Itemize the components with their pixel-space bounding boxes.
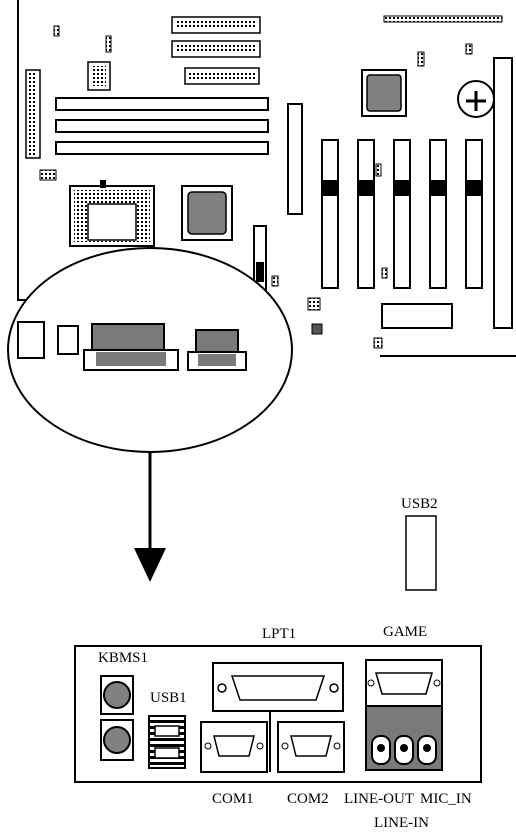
jumper-block bbox=[39, 169, 57, 181]
header-near-chip bbox=[417, 43, 473, 67]
usb2-header bbox=[405, 515, 437, 591]
small-ic bbox=[311, 323, 323, 335]
cpu-socket bbox=[69, 180, 155, 247]
usb2-label: USB2 bbox=[401, 496, 438, 512]
serial-port-icon bbox=[277, 721, 345, 773]
lpt1-label: LPT1 bbox=[262, 626, 297, 642]
line-in-label: LINE-IN bbox=[374, 815, 429, 831]
ps2-port-icon bbox=[100, 675, 134, 761]
ide-header-1 bbox=[171, 16, 261, 34]
northbridge-chip bbox=[181, 185, 233, 241]
arrow-down-icon bbox=[134, 452, 166, 582]
southbridge-chip bbox=[361, 69, 407, 117]
side-connector bbox=[253, 225, 267, 293]
dimm-slots bbox=[55, 97, 269, 155]
battery-icon bbox=[457, 80, 495, 118]
atx-power-connector bbox=[25, 69, 41, 159]
audio-jack-icon bbox=[365, 705, 443, 771]
com2-label: COM2 bbox=[287, 791, 329, 807]
front-panel-header bbox=[383, 15, 503, 23]
usb-port-icon bbox=[148, 715, 186, 769]
ide-header-2 bbox=[171, 40, 261, 58]
game-label: GAME bbox=[383, 624, 428, 640]
pci-slots bbox=[321, 139, 483, 289]
serial-port-icon bbox=[200, 721, 268, 773]
kbms1-label: KBMS1 bbox=[98, 650, 149, 666]
bios-chip bbox=[381, 303, 453, 329]
fdd-header bbox=[184, 67, 260, 85]
mic-in-label: MIC_IN bbox=[420, 791, 472, 807]
isa-slot bbox=[493, 57, 513, 329]
fan-header bbox=[87, 61, 111, 91]
agp-slot bbox=[287, 103, 303, 215]
line-out-label: LINE-OUT bbox=[344, 791, 414, 807]
header-small-1 bbox=[53, 25, 60, 37]
zoom-ellipse bbox=[7, 247, 293, 453]
game-port-icon bbox=[365, 659, 443, 707]
parallel-port-icon bbox=[212, 662, 344, 712]
usb1-label: USB1 bbox=[150, 690, 187, 706]
com1-label: COM1 bbox=[212, 791, 254, 807]
header-small-2 bbox=[105, 35, 112, 53]
